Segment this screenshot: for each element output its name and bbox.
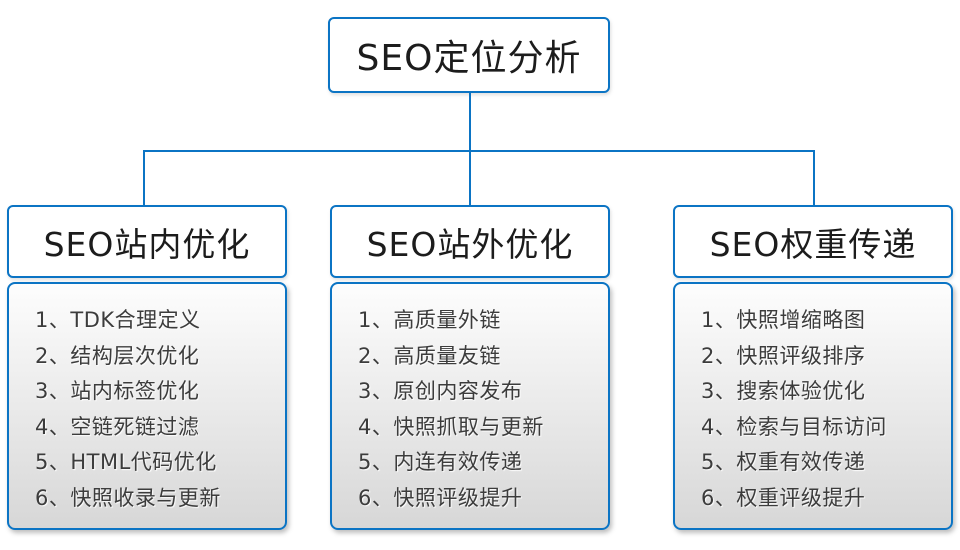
list-item: 4、快照抓取与更新 [358,414,544,439]
column-body-weight: 1、快照增缩略图 2、快照评级排序 3、搜索体验优化 4、检索与目标访问 5、权… [673,282,953,530]
column-header-weight-label: SEO权重传递 [709,224,917,264]
connector-horizontal-bar [143,150,815,152]
list-item: 2、高质量友链 [358,343,501,368]
onsite-item-list: 1、TDK合理定义 2、结构层次优化 3、站内标签优化 4、空链死链过滤 5、H… [9,284,285,517]
list-item: 3、原创内容发布 [358,379,523,404]
column-header-offsite-label: SEO站外优化 [366,224,574,264]
list-item: 1、快照增缩略图 [701,308,866,332]
weight-item-list: 1、快照增缩略图 2、快照评级排序 3、搜索体验优化 4、检索与目标访问 5、权… [675,284,951,517]
connector-drop-right [813,150,815,205]
list-item: 4、空链死链过滤 [35,414,200,439]
column-header-weight: SEO权重传递 [673,205,953,278]
list-item: 3、搜索体验优化 [701,379,866,404]
list-item: 6、权重评级提升 [701,485,866,510]
column-body-onsite: 1、TDK合理定义 2、结构层次优化 3、站内标签优化 4、空链死链过滤 5、H… [7,282,287,530]
list-item: 4、检索与目标访问 [701,414,887,439]
list-item: 5、HTML代码优化 [35,450,217,475]
list-item: 6、快照评级提升 [358,485,523,510]
list-item: 6、快照收录与更新 [35,485,221,510]
list-item: 1、TDK合理定义 [35,308,201,332]
root-node: SEO定位分析 [328,17,610,93]
column-header-onsite: SEO站内优化 [7,205,287,278]
list-item: 2、快照评级排序 [701,343,866,368]
column-header-onsite-label: SEO站内优化 [43,224,251,264]
root-node-label: SEO定位分析 [356,38,582,79]
list-item: 3、站内标签优化 [35,379,200,404]
connector-root-stem [469,93,471,205]
list-item: 2、结构层次优化 [35,343,200,368]
connector-drop-left [143,150,145,205]
column-body-offsite: 1、高质量外链 2、高质量友链 3、原创内容发布 4、快照抓取与更新 5、内连有… [330,282,610,530]
list-item: 1、高质量外链 [358,308,501,332]
column-header-offsite: SEO站外优化 [330,205,610,278]
list-item: 5、内连有效传递 [358,450,523,475]
list-item: 5、权重有效传递 [701,450,866,475]
offsite-item-list: 1、高质量外链 2、高质量友链 3、原创内容发布 4、快照抓取与更新 5、内连有… [332,284,608,517]
